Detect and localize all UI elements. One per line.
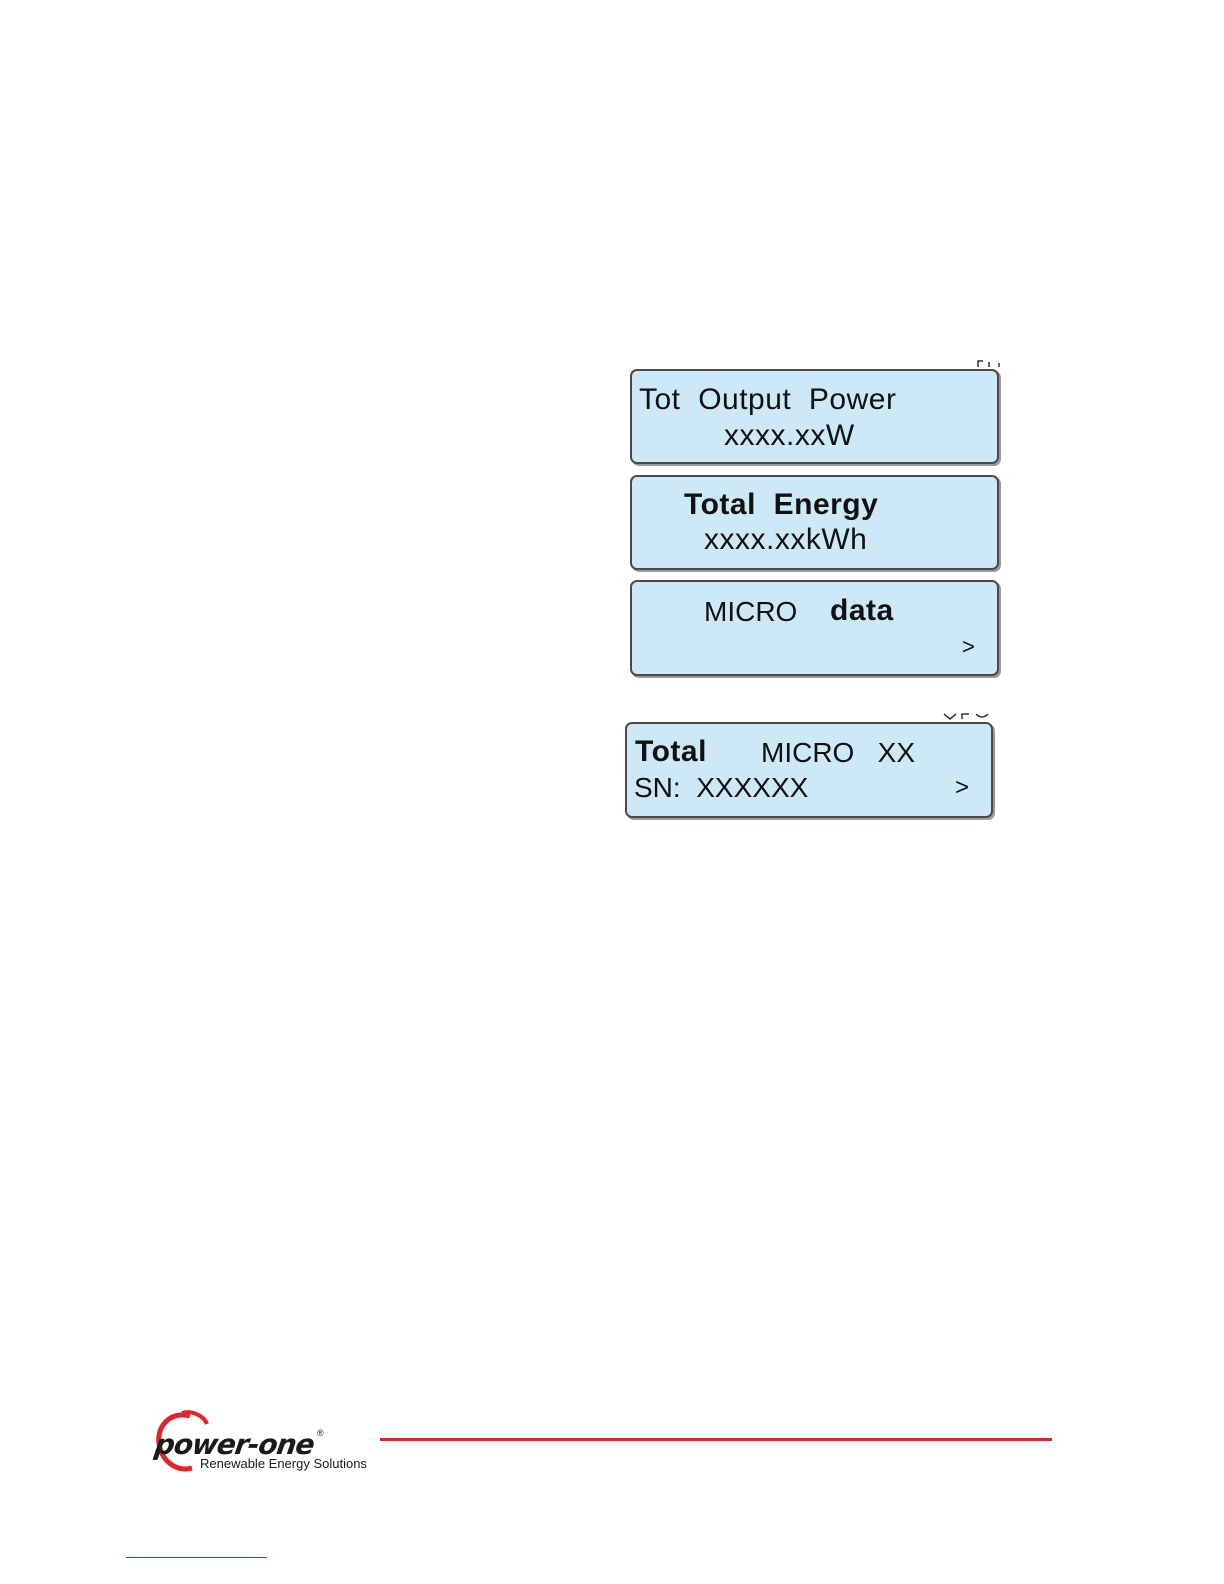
- lcd-panel-micro-data[interactable]: MICRO data >: [630, 580, 999, 676]
- logo-tagline: Renewable Energy Solutions: [200, 1456, 367, 1471]
- clipped-text-fragment: [942, 712, 992, 720]
- panel-serial-number: SN: XXXXXX: [634, 772, 808, 804]
- clipped-text-fragment: [975, 359, 1005, 367]
- next-arrow-icon[interactable]: >: [955, 774, 969, 802]
- registered-mark: ®: [317, 1428, 324, 1438]
- power-one-logo: power-one ® Renewable Energy Solutions: [152, 1408, 392, 1478]
- panel-label: Total Energy: [684, 488, 878, 522]
- lcd-panel-total-energy: Total Energy xxxx.xxkWh: [630, 475, 999, 570]
- panel-label: Tot Output Power: [639, 383, 896, 417]
- lcd-panel-total-micro[interactable]: Total MICRO XX SN: XXXXXX >: [625, 722, 993, 818]
- clipped-glyph-marks: [942, 712, 992, 720]
- footer-red-rule: [380, 1438, 1052, 1441]
- panel-label-data: data: [830, 594, 894, 628]
- panel-label-total: Total: [635, 735, 707, 769]
- next-arrow-icon[interactable]: >: [962, 634, 975, 660]
- footer-link-underline: [126, 1557, 267, 1558]
- panel-label-micro-count: MICRO XX: [761, 737, 915, 769]
- panel-value: xxxx.xxW: [724, 419, 855, 453]
- panel-label-micro: MICRO: [704, 596, 797, 628]
- clipped-glyph-marks: [975, 359, 1005, 367]
- panel-value: xxxx.xxkWh: [704, 523, 867, 557]
- lcd-panel-total-output-power: Tot Output Power xxxx.xxW: [630, 369, 999, 464]
